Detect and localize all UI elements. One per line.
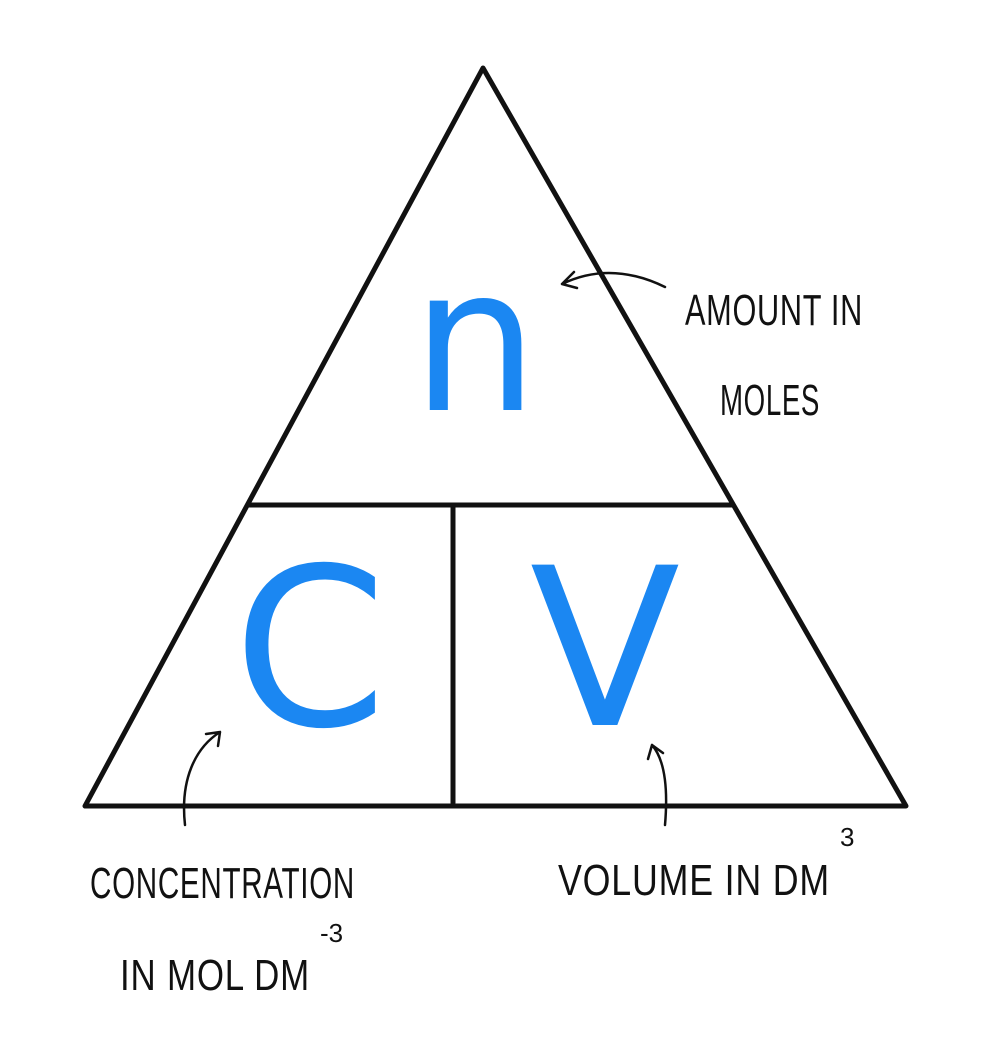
label-amount-line2: MOLES: [720, 376, 820, 425]
label-concentration-line2: IN MOL DM: [120, 951, 310, 1000]
letter-v: V: [530, 521, 681, 777]
label-volume: VOLUME IN DM: [558, 856, 830, 905]
letter-n: n: [412, 225, 539, 458]
label-volume-exponent: 3: [840, 822, 854, 852]
arrow-concentration: [182, 730, 222, 827]
triangle-outline: [82, 65, 909, 809]
label-concentration-exponent: -3: [320, 918, 343, 948]
arrow-amount: [560, 270, 667, 290]
label-amount-line1: AMOUNT IN: [685, 286, 863, 335]
label-concentration-line1: CONCENTRATION: [90, 859, 355, 908]
letter-c: C: [233, 521, 387, 777]
arrow-volume: [646, 743, 668, 827]
